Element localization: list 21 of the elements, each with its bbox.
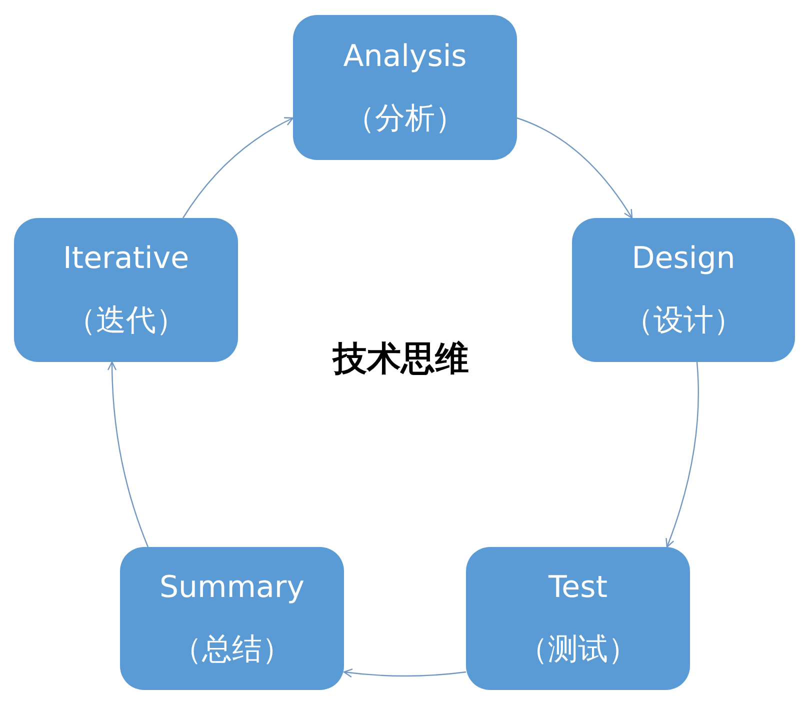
process-box xyxy=(14,218,238,362)
arrow xyxy=(516,117,633,219)
box-subtitle: （设计） xyxy=(624,303,744,339)
box-title: Iterative xyxy=(62,241,190,277)
process-box xyxy=(572,218,795,362)
box-title: Test xyxy=(548,570,608,606)
process-box xyxy=(120,547,344,690)
box-subtitle: （分析） xyxy=(345,100,465,136)
box-subtitle: （总结） xyxy=(172,632,292,668)
box-subtitle: （迭代） xyxy=(66,303,186,339)
center-title: 技术思维 xyxy=(333,338,469,381)
box-title: Analysis xyxy=(343,38,467,74)
box-title: Design xyxy=(632,241,736,277)
arrow xyxy=(343,668,466,678)
arrow xyxy=(665,362,699,548)
arrow xyxy=(108,361,149,548)
process-box xyxy=(466,547,690,690)
box-title: Summary xyxy=(160,570,304,606)
box-subtitle: （测试） xyxy=(518,632,638,668)
process-box xyxy=(293,15,517,160)
arrow xyxy=(182,117,294,218)
